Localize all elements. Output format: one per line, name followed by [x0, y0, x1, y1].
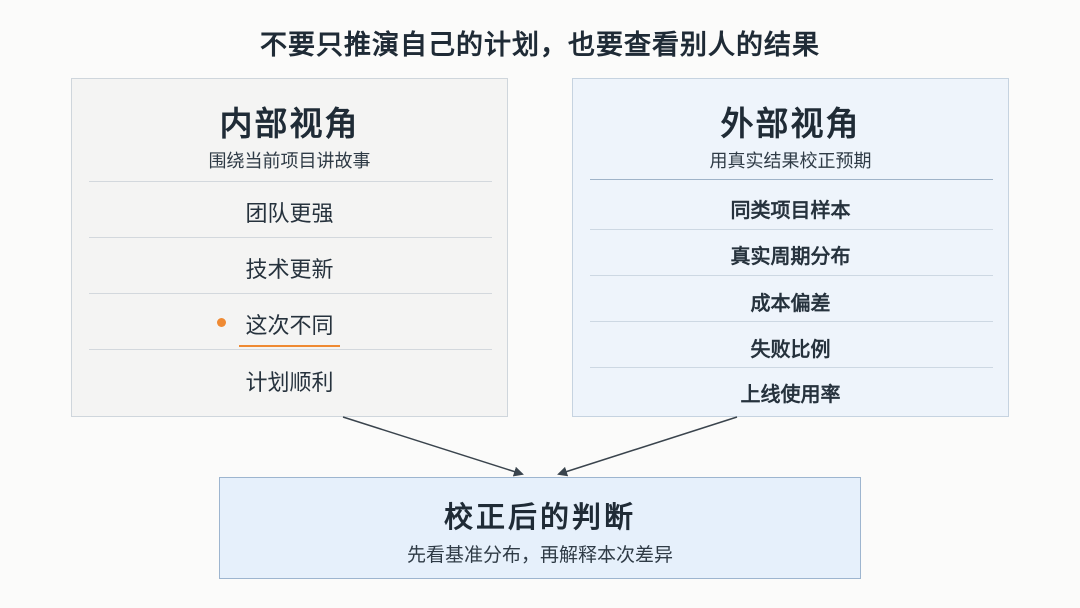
outside-item: 失败比例 — [750, 337, 831, 361]
diagram-title: 不要只推演自己的计划，也要查看别人的结果 — [260, 30, 820, 61]
divider — [89, 293, 492, 294]
inside-item: 技术更新 — [245, 258, 334, 283]
arrow-inside-to-result — [342, 416, 524, 477]
result-subtitle: 先看基准分布，再解释本次差异 — [406, 544, 673, 566]
outside-item: 真实周期分布 — [730, 244, 851, 268]
divider — [590, 367, 993, 368]
divider — [89, 237, 492, 238]
outside-item: 同类项目样本 — [730, 198, 851, 222]
outside-item: 成本偏差 — [750, 291, 831, 315]
outside-view-heading: 外部视角 — [720, 104, 861, 143]
inside-item-highlighted-label: 这次不同 — [245, 314, 334, 339]
inside-item: 计划顺利 — [245, 371, 334, 396]
highlight-underline — [239, 345, 340, 347]
divider — [590, 321, 993, 322]
inside-item: 团队更强 — [245, 202, 334, 227]
inside-item-highlighted: 这次不同 — [72, 308, 507, 347]
outside-view-panel: 外部视角 用真实结果校正预期 同类项目样本 真实周期分布 成本偏差 失败比例 上… — [572, 78, 1009, 417]
divider — [89, 349, 492, 350]
inside-view-subtitle: 围绕当前项目讲故事 — [208, 151, 371, 172]
arrow-outside-to-result — [557, 416, 738, 477]
result-heading: 校正后的判断 — [443, 500, 636, 534]
divider — [590, 275, 993, 276]
calibrated-judgment-box: 校正后的判断 先看基准分布，再解释本次差异 — [219, 477, 861, 579]
inside-view-heading: 内部视角 — [219, 104, 360, 143]
divider — [590, 229, 993, 230]
outside-item: 上线使用率 — [740, 382, 841, 406]
divider — [89, 181, 492, 182]
divider — [590, 179, 993, 180]
outside-view-subtitle: 用真实结果校正预期 — [709, 151, 872, 172]
highlight-dot-icon — [217, 318, 227, 327]
inside-view-panel: 内部视角 围绕当前项目讲故事 团队更强 技术更新 这次不同 计划顺利 — [71, 78, 508, 417]
